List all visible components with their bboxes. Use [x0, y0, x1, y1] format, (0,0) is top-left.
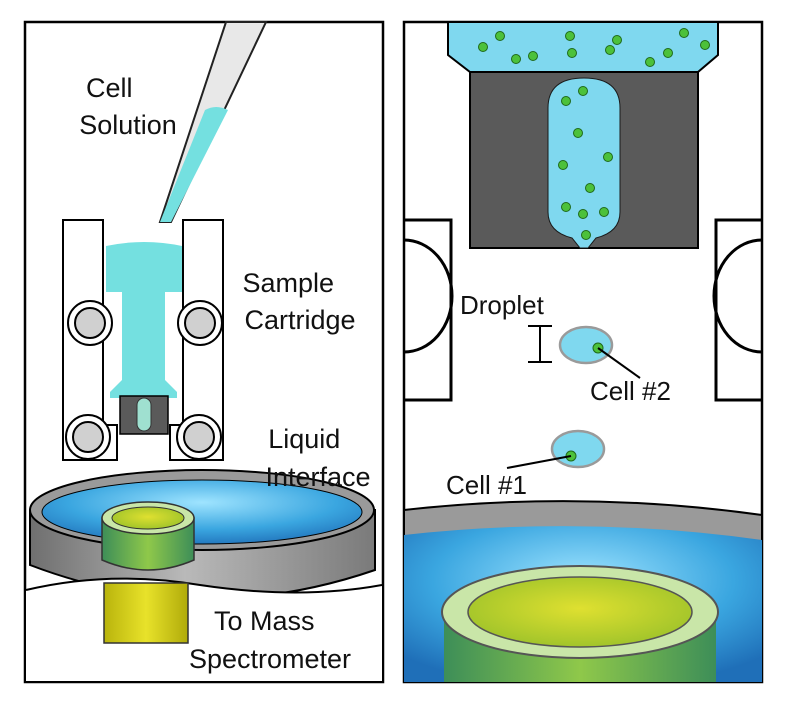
label-liquid-interface-line1: Liquid: [268, 424, 340, 454]
transfer-tube: [103, 582, 189, 644]
droplet-1: [550, 429, 606, 469]
cell-dot: [663, 48, 673, 58]
cartridge-reservoir-liquid: [106, 242, 182, 398]
cell-dot: [565, 31, 575, 41]
screw-icon: [176, 414, 222, 460]
label-cell-solution: Cell Solution: [79, 73, 177, 140]
cell-dot: [561, 202, 571, 212]
cell-dot: [558, 160, 568, 170]
cell-dot: [561, 96, 571, 106]
cell-dot: [679, 28, 689, 38]
cell-dot: [645, 57, 655, 67]
cutaway-curve: [25, 577, 383, 594]
channel-cells: [558, 86, 613, 240]
label-cell-2: Cell #2: [590, 376, 671, 406]
label-sample-cartridge-line2: Cartridge: [244, 305, 355, 335]
label-to-mass-spectrometer: To Mass Spectrometer: [189, 606, 351, 674]
screw-icon: [67, 300, 113, 346]
reservoir-cells: [478, 28, 710, 67]
label-droplet: Droplet: [460, 290, 545, 320]
cell-dot: [495, 31, 505, 41]
screw-icon: [177, 300, 223, 346]
cell-dot: [612, 35, 622, 45]
pipette-tip: [158, 21, 268, 223]
right-panel: Droplet Cell #2 Cell #1: [402, 20, 764, 684]
sample-cartridge: [62, 219, 224, 461]
liquid-interface: [29, 469, 376, 600]
screw-icon: [65, 414, 111, 460]
label-to-mass-line1: To Mass: [214, 606, 315, 636]
label-cell-1: Cell #1: [446, 470, 527, 500]
label-liquid-interface-line2: Interface: [265, 462, 370, 492]
droplet-2: [558, 325, 614, 365]
cell-dot: [581, 230, 591, 240]
reservoir-liquid: [447, 22, 719, 73]
leader-cell-2: [597, 347, 641, 379]
label-to-mass-line2: Spectrometer: [189, 644, 351, 674]
cell-dot: [478, 42, 488, 52]
cell-dot: [578, 209, 588, 219]
left-panel: Cell Solution Sample Cartridge Liquid In…: [23, 20, 385, 684]
cell-dot: [511, 54, 521, 64]
cell-dot: [599, 207, 609, 217]
cell-dot: [585, 183, 595, 193]
cell-dot: [603, 152, 613, 162]
cartridge-channel: [136, 397, 152, 432]
label-sample-cartridge: Sample Cartridge: [242, 268, 355, 335]
cell-dot: [578, 86, 588, 96]
cell-dot: [605, 45, 615, 55]
leader-cell-1: [506, 455, 572, 469]
label-cell-solution-line1: Cell: [86, 73, 133, 103]
label-liquid-interface: Liquid Interface: [265, 424, 370, 492]
size-bracket: [528, 325, 552, 363]
left-wall-hole: [404, 238, 454, 354]
cell-dot: [700, 40, 710, 50]
cell-dot: [528, 51, 538, 61]
label-sample-cartridge-line1: Sample: [242, 268, 334, 298]
right-wall-hole: [712, 238, 762, 354]
cell-dot: [573, 128, 583, 138]
label-cell-solution-line2: Solution: [79, 110, 177, 140]
inner-tube-liquid: [467, 576, 693, 648]
cell-dot: [567, 48, 577, 58]
